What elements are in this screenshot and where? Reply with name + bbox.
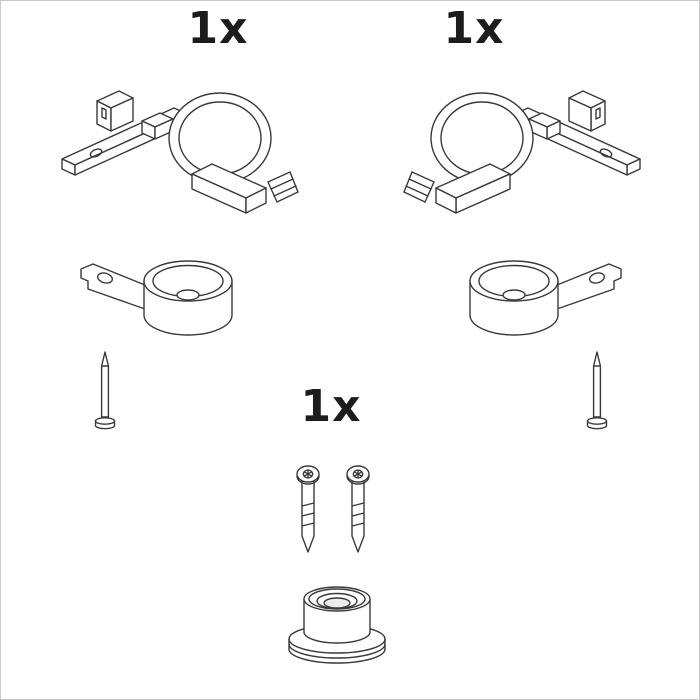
- screw-left-drawing: [296, 465, 320, 553]
- pin-left-drawing: [94, 351, 116, 430]
- grommet-drawing: [288, 586, 386, 664]
- hinge-assembly-right-drawing: [403, 90, 641, 214]
- quantity-label-right: 1x: [443, 3, 505, 54]
- quantity-label-left: 1x: [187, 3, 249, 54]
- hinge-assembly-left-drawing: [61, 90, 299, 214]
- screw-right-drawing: [346, 465, 370, 553]
- quantity-label-bottom: 1x: [300, 381, 362, 432]
- bracket-right-drawing: [469, 260, 622, 336]
- bracket-left-drawing: [80, 260, 233, 336]
- pin-right-drawing: [586, 351, 608, 430]
